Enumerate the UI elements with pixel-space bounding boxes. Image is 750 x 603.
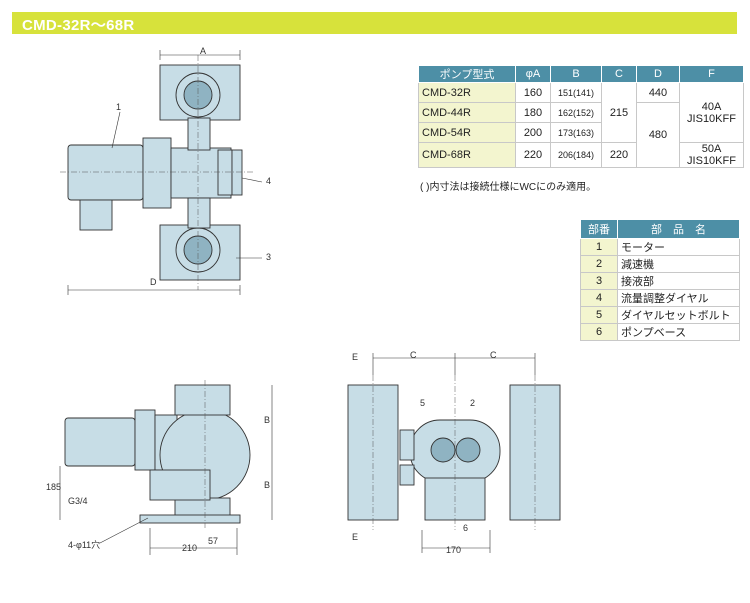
part-no: 6 bbox=[580, 323, 618, 341]
dim-b-label-upper: B bbox=[264, 415, 271, 425]
col-part-name: 部 品 名 bbox=[617, 219, 740, 239]
col-b: B bbox=[550, 65, 602, 83]
top-view-drawing bbox=[60, 50, 263, 295]
model-cell: CMD-54R bbox=[418, 122, 516, 143]
table-note: ( )内寸法は接続仕様にWCにのみ適用。 bbox=[420, 182, 597, 193]
a-cell: 180 bbox=[515, 102, 551, 123]
col-part-no: 部番 bbox=[580, 219, 618, 239]
dim-e-label-bottom: E bbox=[352, 532, 359, 542]
model-cell: CMD-44R bbox=[418, 102, 516, 123]
side-view-drawing bbox=[59, 380, 273, 555]
a-cell: 200 bbox=[515, 122, 551, 143]
part-no: 3 bbox=[580, 272, 618, 290]
part-name: 流量調整ダイヤル bbox=[617, 289, 740, 307]
d-first-cell: 440 bbox=[636, 82, 680, 103]
table-row: CMD-32R 160 151(141) 215 440 40A JIS10KF… bbox=[418, 82, 744, 143]
dim-d-label: D bbox=[150, 277, 157, 287]
col-c: C bbox=[601, 65, 637, 83]
dim-210-label: 210 bbox=[182, 543, 198, 553]
dim-57-label: 57 bbox=[208, 536, 219, 546]
b-cell: 151(141) bbox=[550, 82, 602, 103]
callout-5: 5 bbox=[420, 398, 426, 408]
callout-3: 3 bbox=[266, 252, 272, 262]
dim-185-label: 185 bbox=[46, 482, 62, 492]
d-shared-cell: 480 bbox=[636, 102, 680, 168]
part-no: 1 bbox=[580, 238, 618, 256]
col-a: φA bbox=[515, 65, 551, 83]
part-no: 2 bbox=[580, 255, 618, 273]
callout-2: 2 bbox=[470, 398, 476, 408]
front-view-drawing bbox=[347, 353, 561, 553]
col-model: ポンプ型式 bbox=[418, 65, 516, 83]
dim-c-label-right: C bbox=[490, 350, 497, 360]
col-f: F bbox=[679, 65, 744, 83]
spec-table: ポンプ型式 φA B C D F CMD-32R 160 151(141) 21… bbox=[418, 65, 744, 168]
b-cell: 173(163) bbox=[550, 122, 602, 143]
a-cell: 160 bbox=[515, 82, 551, 103]
table-row: CMD-68R 220 206(184) 220 50A JIS10KFF bbox=[418, 142, 744, 168]
a-cell: 220 bbox=[515, 142, 551, 168]
b-cell: 162(152) bbox=[550, 102, 602, 123]
dim-c-label-left: C bbox=[410, 350, 417, 360]
dim-170-label: 170 bbox=[446, 545, 462, 555]
f-shared-cell: 40A JIS10KFF bbox=[679, 82, 744, 143]
part-name: モーター bbox=[617, 238, 740, 256]
c-shared-cell: 215 bbox=[601, 82, 637, 143]
dim-bolt-label: 4-φ11穴 bbox=[68, 540, 101, 550]
model-cell: CMD-68R bbox=[418, 142, 516, 168]
dim-g34-label: G3/4 bbox=[68, 496, 88, 506]
dim-b-label-lower: B bbox=[264, 480, 271, 490]
callout-6: 6 bbox=[463, 523, 469, 533]
callout-1: 1 bbox=[116, 102, 122, 112]
dim-a-label: A bbox=[200, 46, 207, 56]
section-header-bar: CMD-32R〜68R bbox=[12, 12, 737, 34]
dim-e-label-top: E bbox=[352, 352, 359, 362]
callout-4: 4 bbox=[266, 176, 272, 186]
col-d: D bbox=[636, 65, 680, 83]
part-name: 接液部 bbox=[617, 272, 740, 290]
b-cell: 206(184) bbox=[550, 142, 602, 168]
part-name: ポンプベース bbox=[617, 323, 740, 341]
f-last-cell: 50A JIS10KFF bbox=[679, 142, 744, 168]
section-title: CMD-32R〜68R bbox=[22, 17, 135, 34]
part-no: 4 bbox=[580, 289, 618, 307]
c-last-cell: 220 bbox=[601, 142, 637, 168]
part-name: ダイヤルセットボルト bbox=[617, 306, 740, 324]
part-name: 減速機 bbox=[617, 255, 740, 273]
part-no: 5 bbox=[580, 306, 618, 324]
table-row: CMD-54R 200 173(163) bbox=[418, 122, 744, 143]
model-cell: CMD-32R bbox=[418, 82, 516, 103]
